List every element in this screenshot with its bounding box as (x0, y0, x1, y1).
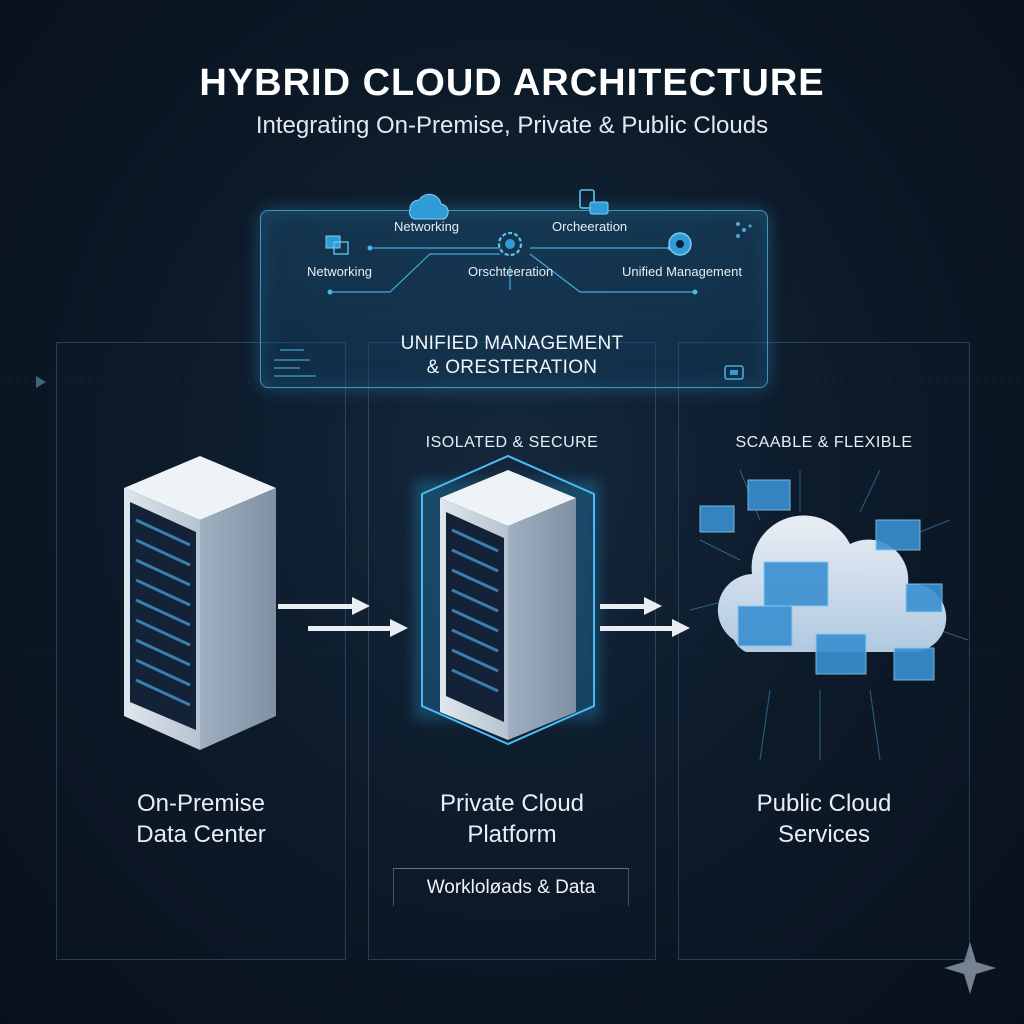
code-lines-icon (274, 349, 316, 377)
panel-network-diagram (274, 189, 752, 380)
panel-title-line2: & ORESTERATION (426, 357, 598, 378)
arrow-private-to-public (600, 597, 690, 637)
public-cloud-label-line2: Services (777, 821, 871, 848)
arrow-onprem-to-private (278, 597, 408, 637)
chip-icon (724, 365, 744, 380)
public-cloud-label: Public Cloud Services (678, 788, 970, 850)
on-premise-label-line1: On-Premise (136, 790, 266, 817)
unified-management-panel (260, 210, 768, 388)
illustrations (124, 454, 969, 761)
diagram-subtitle: Integrating On-Premise, Private & Public… (255, 112, 769, 139)
dots-icon (736, 222, 752, 238)
glowing-server-rack-icon (414, 454, 600, 746)
panel-label-orchestration: Orschteeration (468, 264, 554, 279)
private-cloud-tag: ISOLATED & SECURE (425, 434, 599, 451)
panel-label-unified-management: Unified Management (622, 264, 742, 279)
on-premise-label: On-Premise Data Center (56, 788, 346, 850)
diagram-title: HYBRID CLOUD ARCHITECTURE (199, 62, 825, 104)
workloads-data-label: Workloløads & Data (393, 868, 629, 906)
private-cloud-label-line1: Private Cloud (439, 790, 585, 817)
cloud-icon (689, 469, 969, 761)
panel-label-orchestration-top: Orcheeration (552, 219, 628, 234)
panel-label-networking-top: Networking (394, 219, 460, 234)
server-stack-icon (325, 235, 349, 255)
panel-label-networking: Networking (307, 264, 373, 279)
panel-title-line1: UNIFIED MANAGEMENT (400, 333, 624, 354)
gear-icon (497, 231, 523, 257)
private-cloud-label-line2: Platform (467, 821, 557, 848)
private-cloud-label: Private Cloud Platform (368, 788, 656, 850)
cloud-network-icon (409, 193, 449, 220)
server-rack-icon (124, 456, 276, 750)
public-cloud-label-line1: Public Cloud (756, 790, 892, 817)
cloud-gear-icon (668, 232, 692, 256)
on-premise-label-line2: Data Center (136, 821, 266, 848)
panel-title: UNIFIED MANAGEMENT & ORESTERATION (372, 332, 652, 380)
devices-icon (579, 189, 609, 215)
public-cloud-tag: SCAABLE & FLEXIBLE (735, 434, 913, 451)
